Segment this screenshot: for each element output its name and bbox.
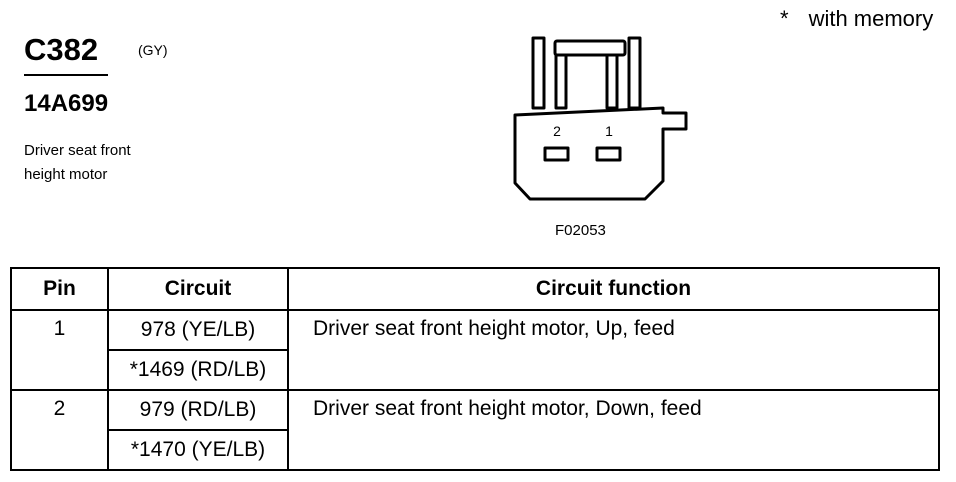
header-pin: Pin [10,267,109,311]
pin-cavity-1 [595,146,622,162]
latch-inner-right [605,49,619,110]
latch-post-left [531,36,546,110]
pin-cell: 1 [10,309,109,391]
legend-marker: * [780,6,789,31]
pin-label-2: 2 [553,123,561,139]
latch-inner-left [554,49,568,110]
part-number: 14A699 [24,90,109,117]
table-row: 2 979 (RD/LB) Driver seat front height m… [10,389,940,471]
legend: * with memory [780,6,933,32]
function-cell: Driver seat front height motor, Down, fe… [287,389,940,471]
table-row: *1470 (YE/LB) [11,429,939,471]
connector-description-line2: height motor [24,166,108,183]
connector-code-underline [24,74,108,76]
header-function: Circuit function [287,267,940,311]
circuit-cell: 979 (RD/LB) [107,389,289,431]
connector-code: C382 [24,32,99,67]
circuit-cell: 978 (YE/LB) [107,309,289,351]
function-cell: Driver seat front height motor, Up, feed [287,309,940,391]
connector-color: (GY) [138,42,168,58]
pin-cell: 2 [10,389,109,471]
table-header-row: Pin Circuit Circuit function [10,267,940,311]
latch-post-right [627,36,642,110]
pin-cavity-2 [543,146,570,162]
legend-text: with memory [808,6,934,31]
circuit-cell: *1469 (RD/LB) [107,349,289,391]
pinout-table: Pin Circuit Circuit function 1 978 (YE/L… [10,267,940,471]
connector-face-drawing: 2 1 [513,36,688,201]
table-row: *1469 (RD/LB) [11,349,939,391]
latch-bridge [553,39,627,57]
table-row: 1 978 (YE/LB) Driver seat front height m… [10,309,940,391]
connector-description-line1: Driver seat front [24,142,131,159]
circuit-cell: *1470 (YE/LB) [107,429,289,471]
figure-id: F02053 [555,222,606,239]
pin-label-1: 1 [605,123,613,139]
header-circuit: Circuit [107,267,289,311]
